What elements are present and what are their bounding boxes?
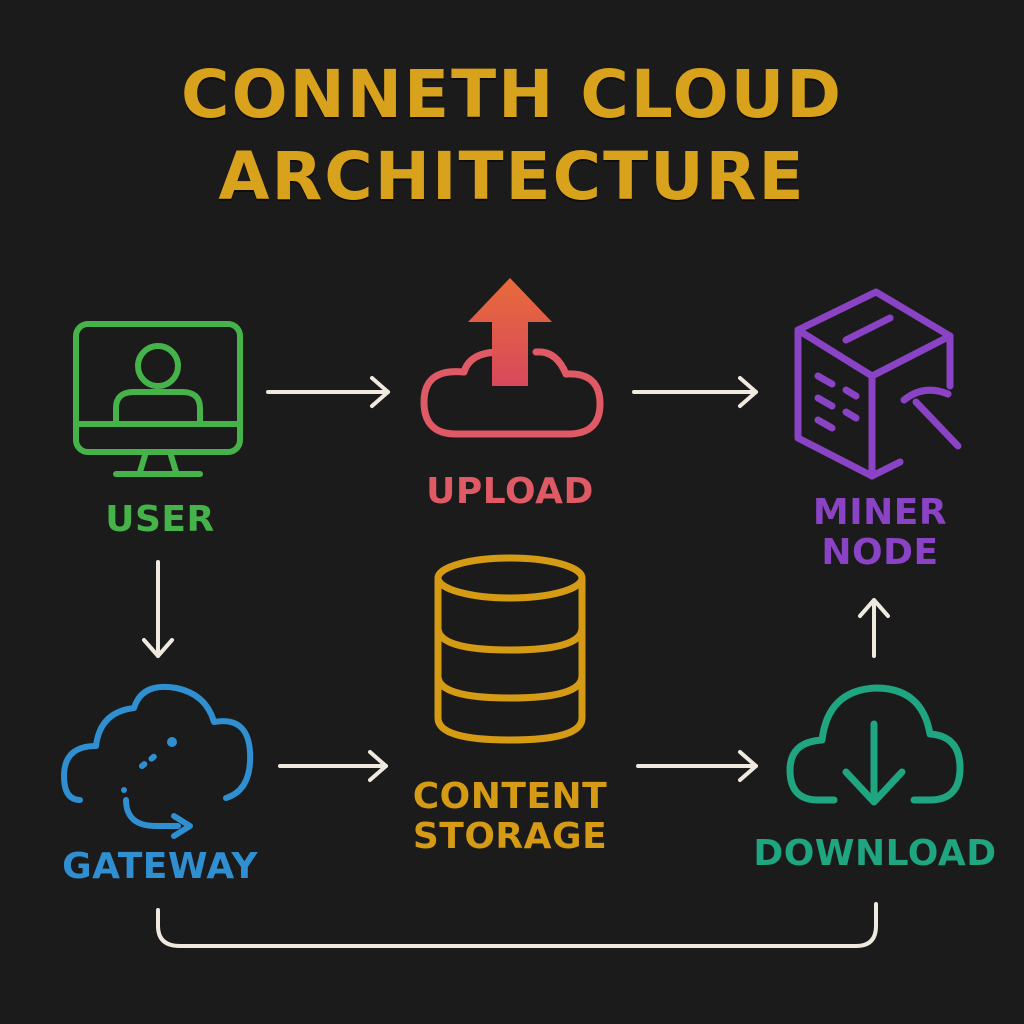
node-label-download-text: DOWNLOAD <box>753 833 997 874</box>
arrow-user-to-gateway <box>142 560 174 658</box>
diagram-title-line-1: CONNETH CLOUD <box>181 56 843 133</box>
diagram-title-line-2: ARCHITECTURE <box>218 138 806 215</box>
arrow-gateway-to-storage <box>278 750 388 782</box>
cloud-upload-icon <box>420 278 604 438</box>
cloud-gateway-icon <box>61 684 254 839</box>
miner-box-pickaxe-icon <box>794 288 962 480</box>
node-label-gateway-text: GATEWAY <box>62 846 258 887</box>
arrow-storage-to-download <box>636 750 758 782</box>
node-label-download: DOWNLOAD <box>730 834 1020 874</box>
node-label-upload: UPLOAD <box>400 472 620 512</box>
monitor-user-icon <box>73 321 243 477</box>
arrow-user-to-upload <box>266 376 390 408</box>
arrow-download-to-miner <box>858 598 890 658</box>
arrow-upload-to-miner <box>632 376 758 408</box>
node-label-upload-text: UPLOAD <box>426 471 594 512</box>
node-label-storage-line2: STORAGE <box>412 816 608 857</box>
node-label-gateway: GATEWAY <box>40 847 280 887</box>
database-icon <box>434 554 586 744</box>
cloud-download-icon <box>786 684 964 806</box>
node-label-user-text: USER <box>105 499 215 540</box>
node-label-storage: CONTENT STORAGE <box>380 777 640 857</box>
connector-gateway-download-loop <box>156 902 878 948</box>
node-label-storage-line1: CONTENT <box>412 776 608 817</box>
node-label-user: USER <box>60 500 260 540</box>
node-label-miner-line1: MINER <box>812 492 948 533</box>
node-label-miner-line2: NODE <box>821 532 939 573</box>
node-label-miner: MINER NODE <box>780 493 980 573</box>
